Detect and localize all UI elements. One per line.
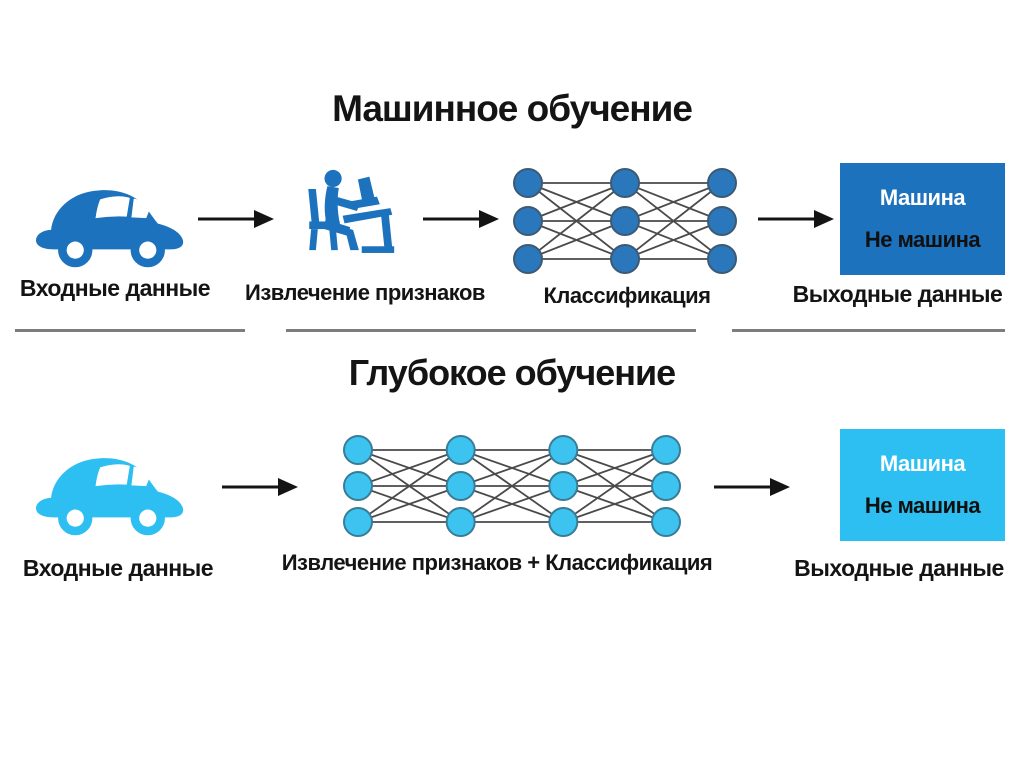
ml-input-label: Входные данные [19,275,211,301]
divider-line [732,329,1005,332]
ml-section-title: Машинное обучение [332,88,693,129]
neural-network-icon [338,433,686,539]
ml-classification-label: Классификация [543,283,711,308]
car-icon [30,175,186,273]
divider-line [15,329,245,332]
ml-output-line-not-car: Не машина [864,227,981,252]
arrow-right-icon [222,475,298,499]
arrow-right-icon [423,207,499,231]
car-icon [30,443,186,541]
ml-feature-extraction-label: Извлечение признаков [245,280,485,305]
ml-output-line-car: Машина [879,185,966,210]
dl-input-label: Входные данные [22,555,214,581]
ml-output-box: Машина Не машина [840,163,1005,275]
dl-output-line-car: Машина [879,451,966,476]
dl-output-line-not-car: Не машина [864,493,981,518]
person-at-computer-icon [293,168,398,273]
neural-network-icon [508,166,742,276]
divider-line [286,329,696,332]
dl-network-label: Извлечение признаков + Классификация [281,550,713,575]
arrow-right-icon [198,207,274,231]
arrow-right-icon [714,475,790,499]
dl-section-title: Глубокое обучение [348,352,676,393]
dl-output-box: Машина Не машина [840,429,1005,541]
arrow-right-icon [758,207,834,231]
ml-output-label: Выходные данные [792,281,1003,307]
dl-output-label: Выходные данные [794,555,1004,581]
